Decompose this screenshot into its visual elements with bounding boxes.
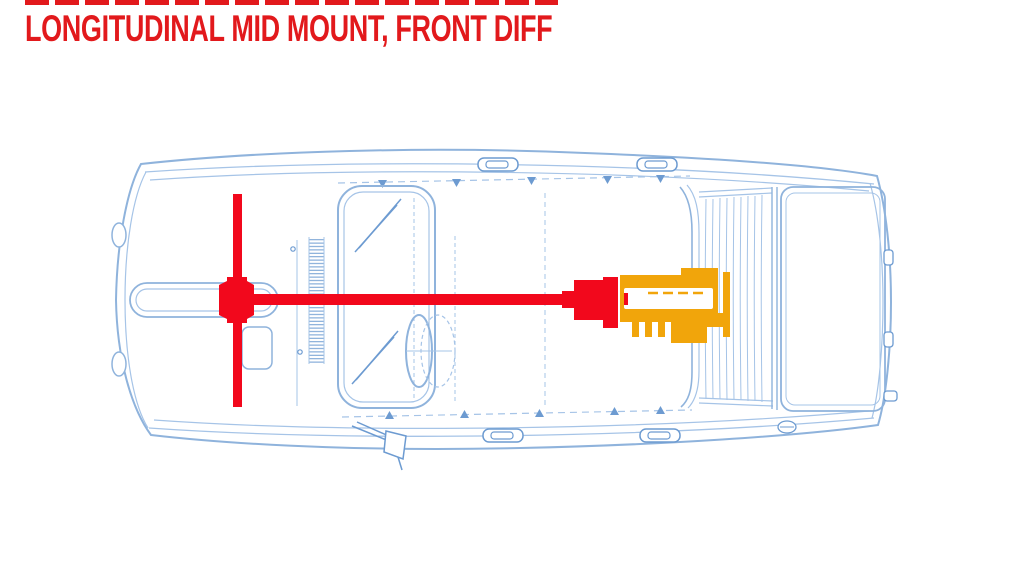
front-bumper-overriders — [111, 222, 127, 377]
driveshaft-coupler — [562, 291, 574, 308]
driveshaft — [251, 294, 563, 305]
tailgate-panel — [780, 186, 886, 412]
fuel-cap — [777, 420, 797, 434]
transmission-bellhousing — [603, 277, 618, 328]
hood-pin-1 — [290, 246, 296, 252]
drivetrain-overlay — [219, 194, 618, 407]
bottom-body-line-2 — [153, 410, 870, 429]
body-outline — [114, 148, 893, 450]
bottom-rail-dashed — [341, 409, 693, 418]
clipped-text-strip — [25, 0, 558, 5]
hood-panel — [241, 326, 273, 370]
door-handle-rear-left — [636, 157, 678, 172]
steering-wheel — [405, 314, 456, 388]
engine-block — [620, 268, 730, 343]
engine-valve-cover-slot — [624, 288, 713, 309]
front-inner-line — [124, 171, 149, 429]
door-handle-front-right — [482, 428, 524, 443]
page-title: LONGITUDINAL MID MOUNT, FRONT DIFF — [25, 8, 553, 49]
rear-hinge-tabs — [883, 249, 898, 402]
top-rail-dashed — [337, 175, 691, 184]
windshield-wipers — [351, 198, 402, 385]
hood-pin-2 — [297, 349, 303, 355]
rail-clips — [378, 175, 665, 419]
transmission-body — [574, 280, 604, 320]
rear-inner-line — [869, 182, 884, 419]
crankshaft-tip — [624, 293, 628, 305]
side-mirror — [351, 421, 407, 471]
front-differential — [219, 277, 254, 323]
door-handle-front-left — [477, 157, 519, 172]
engine-side-bar — [723, 272, 730, 337]
top-body-line-2 — [149, 171, 870, 192]
door-handle-rear-right — [639, 428, 681, 443]
